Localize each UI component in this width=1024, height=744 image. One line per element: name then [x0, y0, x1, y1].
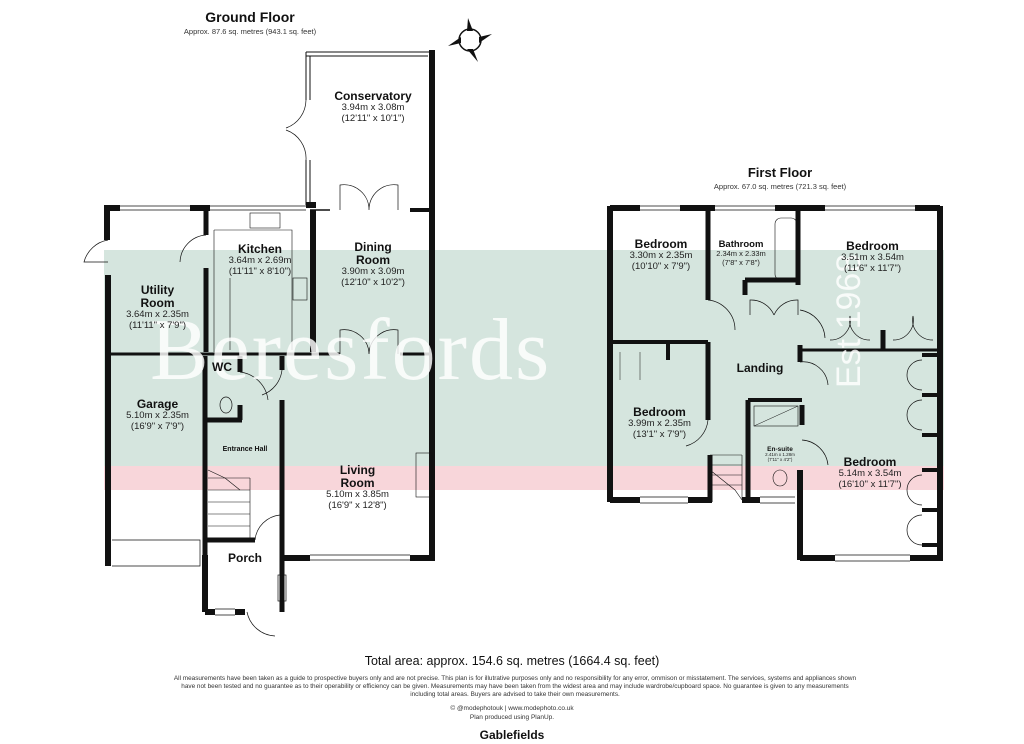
property-name: Gablefields	[479, 728, 545, 742]
first-floor-area: Approx. 67.0 sq. metres (721.3 sq. feet)	[713, 182, 847, 191]
ground-floor-title: Ground Floor	[205, 9, 295, 25]
room-porch: Porch	[227, 551, 262, 565]
watermark-brand: Beresfords	[150, 302, 552, 399]
room-conservatory: Conservatory 3.94m x 3.08m (12'11" x 10'…	[334, 89, 412, 124]
room-kitchen: Kitchen 3.64m x 2.69m (11'11" x 8'10")	[228, 242, 292, 277]
compass-north-icon	[448, 18, 492, 62]
credit-text: © @modephotouk | www.modephoto.co.uk Pla…	[0, 705, 1024, 723]
credit-line-2: Plan produced using PlanUp.	[469, 713, 555, 721]
room-living: Living Room 5.10m x 3.85m (16'9" x 12'8"…	[326, 463, 389, 511]
room-bedroom-2: Bedroom 3.51m x 3.54m (11'6" x 11'7")	[841, 239, 904, 274]
room-utility: Utility Room 3.64m x 2.35m (11'11" x 7'9…	[126, 283, 189, 331]
room-entrance-hall: Entrance Hall	[222, 446, 268, 453]
room-dining: Dining Room 3.90m x 3.09m (12'10" x 10'2…	[341, 240, 405, 288]
disclaimer-text: All measurements have been taken as a gu…	[173, 675, 857, 698]
room-bedroom-1: Bedroom 3.30m x 2.35m (10'10" x 7'9")	[629, 237, 693, 272]
room-wc: WC	[212, 360, 232, 374]
first-floor-title: First Floor	[747, 165, 813, 180]
room-bedroom-3: Bedroom 3.99m x 2.35m (13'1" x 7'9")	[628, 405, 691, 440]
room-bathroom: Bathroom 2.34m x 2.33m (7'8" x 7'8")	[716, 239, 766, 267]
room-landing: Landing	[736, 361, 784, 375]
credit-line-1: © @modephotouk | www.modephoto.co.uk	[450, 705, 574, 712]
ground-floor-area: Approx. 87.6 sq. metres (943.1 sq. feet)	[183, 27, 317, 36]
room-bedroom-4: Bedroom 5.14m x 3.54m (16'10" x 11'7")	[838, 455, 902, 490]
room-en-suite: En-suite 2.41m x 1.28m (7'11" x 4'2")	[765, 446, 795, 463]
total-area: Total area: approx. 154.6 sq. metres (16…	[364, 654, 660, 668]
room-garage: Garage 5.10m x 2.35m (16'9" x 7'9")	[126, 397, 189, 432]
watermark-band-green	[104, 250, 944, 466]
